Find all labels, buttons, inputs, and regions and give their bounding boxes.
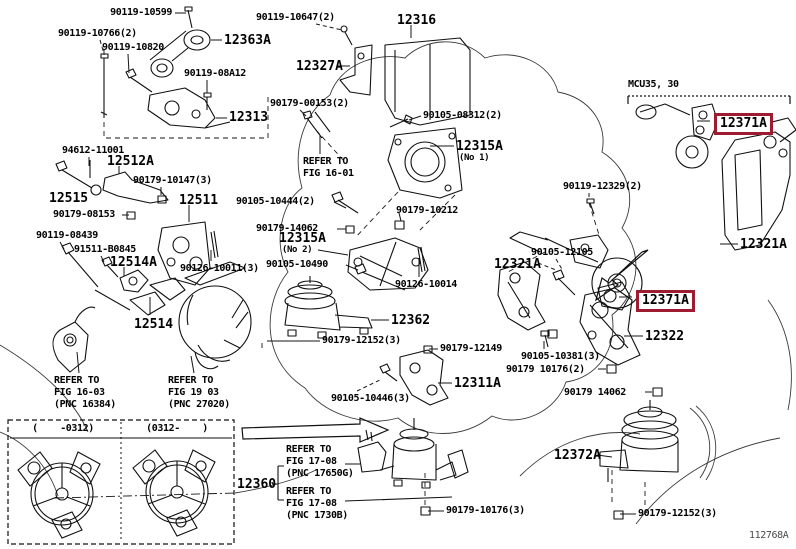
part-label: 90105-10381(3) <box>521 351 600 362</box>
leader-line <box>190 355 195 374</box>
part-label: 90179-12152(3) <box>322 335 401 346</box>
part-label: MCU35, 30 <box>628 79 679 90</box>
variant-inset <box>7 419 235 545</box>
refer-note: REFER TO FIG 17-08 (PNC 1730B) <box>286 486 348 522</box>
part-label: 12514 <box>134 317 174 332</box>
part-label: 90105-08312(2) <box>423 110 502 121</box>
part-label: 90179-12152(3) <box>638 508 717 519</box>
part-label: 90105-12105 <box>531 247 593 258</box>
big-right-arrow <box>241 417 390 443</box>
leader-line <box>59 241 65 250</box>
variant-bracket <box>627 95 791 104</box>
part-label: 12372A <box>554 448 601 463</box>
part-label: 90179-14062 <box>256 223 318 234</box>
part-label: 90105-10444(2) <box>236 196 315 207</box>
leader-line <box>537 262 557 271</box>
leader-line <box>317 249 349 256</box>
highlighted-part-label[interactable]: 12371A <box>714 113 773 135</box>
part-label: 90119-10820 <box>102 42 164 53</box>
leader-line <box>356 378 383 392</box>
part-label: 90179-10176(3) <box>446 505 525 516</box>
part-label: 90126-10011(3) <box>180 263 259 274</box>
part-label: 90119-10647(2) <box>256 12 335 23</box>
part-label: 12315A <box>456 139 503 154</box>
part-label: 12514A <box>110 255 157 270</box>
leader-line <box>315 23 343 31</box>
construction-lines <box>103 50 646 508</box>
part-label: 90119-10599 <box>110 7 172 18</box>
part-label: 90119-10766(2) <box>58 28 137 39</box>
part-label: 12313 <box>229 110 269 125</box>
part-label: 90119-08A12 <box>184 68 246 79</box>
part-label: 12321A <box>494 257 541 272</box>
part-label: 12327A <box>296 59 343 74</box>
part-label: 90119-08439 <box>36 230 98 241</box>
leader-line <box>408 115 422 121</box>
leader-line <box>299 109 307 117</box>
refer-note: REFER TO FIG 17-08 (PNC 17650G) <box>286 444 354 480</box>
part-label: 90105-10446(3) <box>331 393 410 404</box>
part-label: 90179 10176(2) <box>506 364 585 375</box>
leader-line <box>596 454 613 458</box>
part-label: 90105-10490 <box>266 259 328 270</box>
part-label: 12321A <box>740 237 787 252</box>
highlighted-part-label[interactable]: 12371A <box>636 290 695 312</box>
part-sketches <box>52 6 796 520</box>
part-label: 112768A <box>749 530 789 541</box>
leader-line <box>333 201 347 209</box>
part-label: 12315A <box>279 231 326 246</box>
part-label: 12512A <box>107 154 154 169</box>
refer-note: REFER TO FIG 16-03 (PNC 16384) <box>54 375 116 411</box>
leader-lines <box>59 12 738 515</box>
note-bracket <box>272 463 453 502</box>
part-label: (No 1) <box>459 153 490 163</box>
leader-line <box>398 212 402 222</box>
part-label: ( -0312) <box>32 423 94 434</box>
leader-line <box>99 39 105 55</box>
part-label: 12362 <box>391 313 431 328</box>
leader-line <box>100 255 105 263</box>
down-left-arrow <box>594 249 649 302</box>
part-label: 12316 <box>397 13 437 28</box>
part-label: 90126-10014 <box>395 279 457 290</box>
part-label: 90179 14062 <box>564 387 626 398</box>
part-label: 12311A <box>454 376 501 391</box>
direction-arrows <box>241 249 649 443</box>
part-label: 12515 <box>49 191 89 206</box>
part-label: 90179-08153 <box>53 209 115 220</box>
leader-line <box>76 351 80 374</box>
part-label: (0312- ) <box>146 423 208 434</box>
part-label: 90179-10212 <box>396 205 458 216</box>
part-label: 12322 <box>645 329 685 344</box>
refer-note: REFER TO FIG 16-01 <box>303 156 354 180</box>
refer-note: REFER TO FIG 19 03 (PNC 27020) <box>168 375 230 411</box>
part-label: 91511-B0845 <box>74 244 136 255</box>
part-label: 90179-12149 <box>440 343 502 354</box>
leader-line <box>127 53 130 74</box>
leader-line <box>555 258 564 272</box>
part-label: 90119-12329(2) <box>563 181 642 192</box>
part-label: 90179-10147(3) <box>133 175 212 186</box>
part-label: 12363A <box>224 33 271 48</box>
chain-line <box>54 492 236 499</box>
part-label: 12511 <box>179 193 219 208</box>
part-label: 90179-00153(2) <box>270 98 349 109</box>
part-label: (No 2) <box>282 245 313 255</box>
part-label: 12360 <box>237 477 277 492</box>
leader-line <box>345 264 359 271</box>
part-label: 94612-11001 <box>62 145 124 156</box>
